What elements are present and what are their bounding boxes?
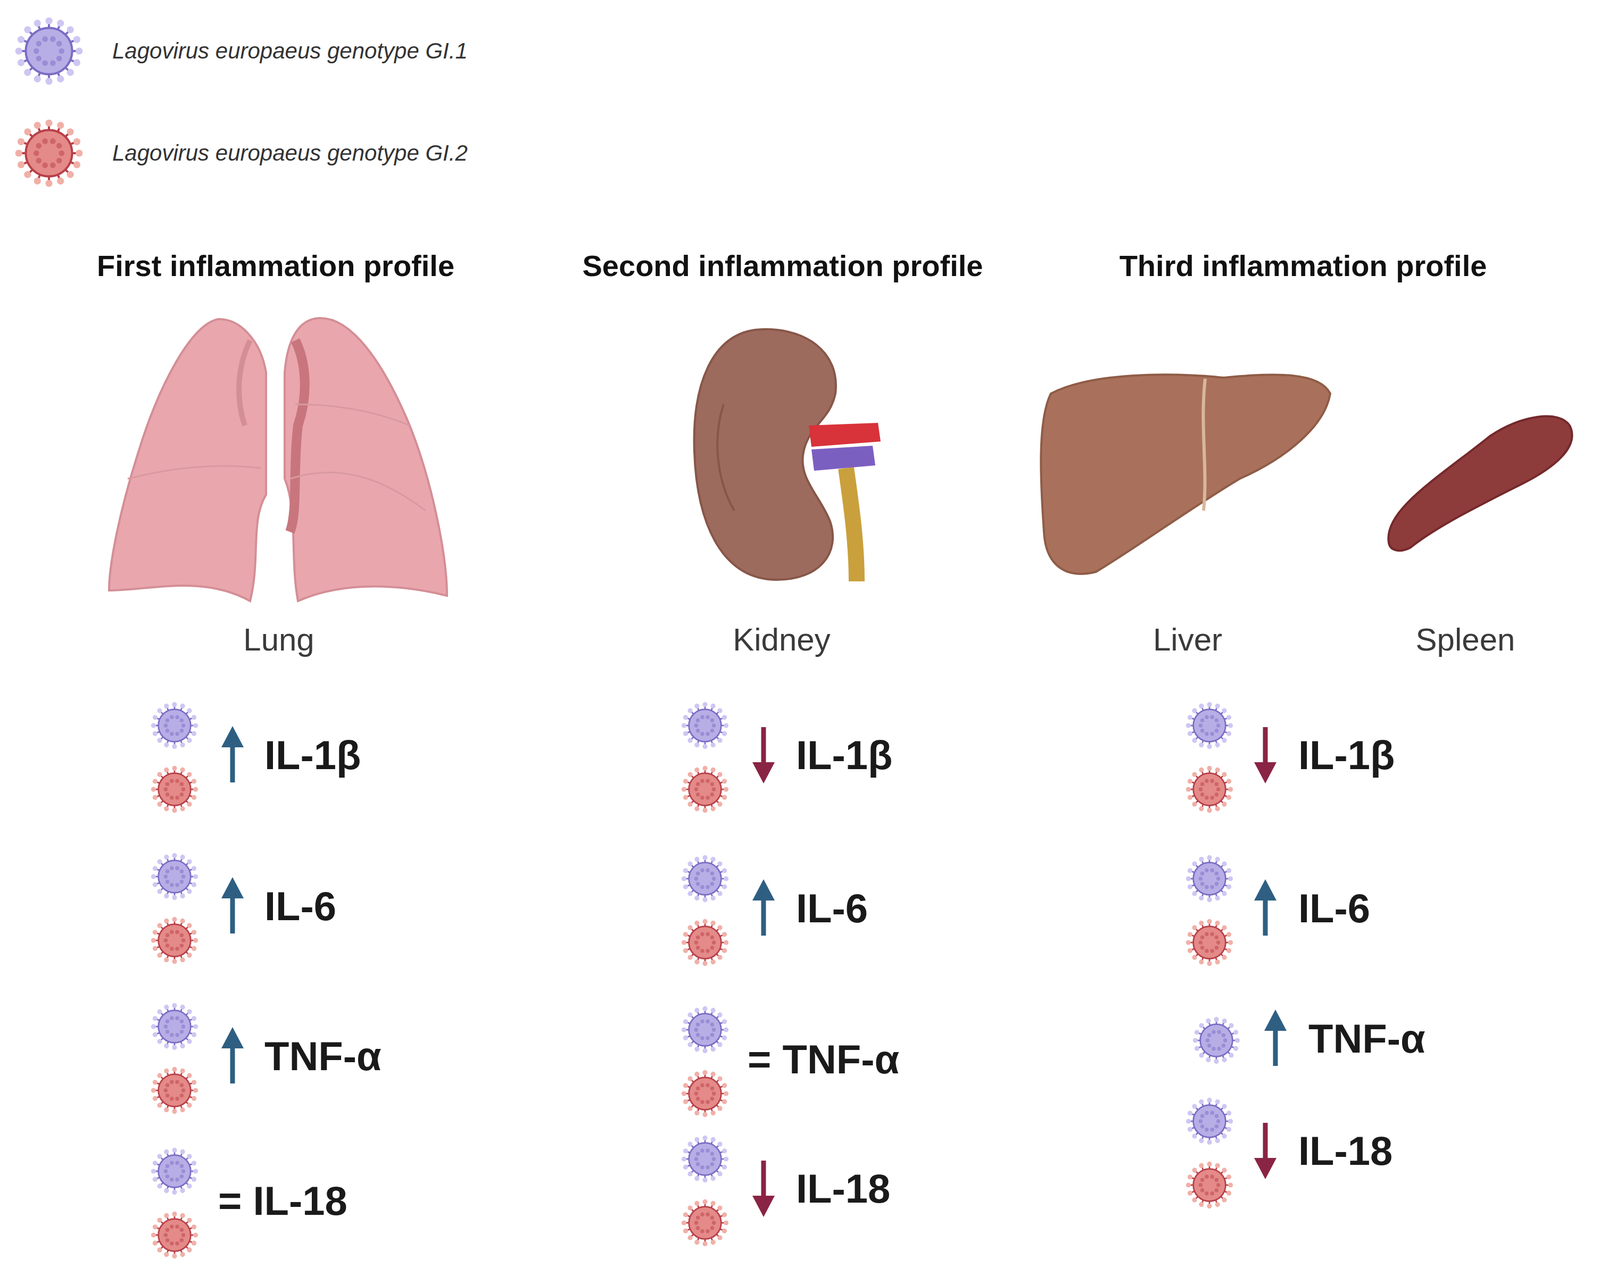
lung-illustration (109, 318, 447, 602)
virus-icon (1186, 766, 1233, 814)
liver-illustration (1040, 374, 1331, 574)
virus-icon (681, 1199, 729, 1247)
profile-title: First inflammation profile (96, 248, 455, 284)
organ-label: Lung (243, 621, 314, 659)
spleen-illustration (1388, 416, 1572, 552)
cytokine-label: IL-6 (264, 883, 337, 930)
virus-icon (151, 1067, 198, 1115)
cytokine-label: = TNF-α (747, 1036, 900, 1083)
virus-icon (681, 702, 729, 750)
virus-icon (151, 702, 198, 750)
up-arrow (1264, 1009, 1287, 1067)
down-arrow (1254, 1123, 1277, 1180)
up-arrow (221, 877, 244, 934)
virus-icon (1186, 702, 1233, 750)
legend-virus-icon (15, 17, 84, 86)
cytokine-label: IL-18 (1298, 1128, 1393, 1175)
profile-title: Second inflammation profile (582, 248, 984, 284)
organ-label: Kidney (732, 621, 831, 659)
cytokine-label: TNF-α (264, 1033, 382, 1080)
up-arrow (221, 726, 244, 783)
organ-label: Liver (1153, 621, 1223, 659)
virus-icon (681, 1136, 729, 1183)
up-arrow (1254, 879, 1277, 936)
down-arrow (752, 727, 775, 784)
legend-text: Lagovirus europaeus genotype GI.1 (112, 38, 468, 64)
virus-icon (151, 766, 198, 814)
cytokine-label: IL-1β (264, 732, 362, 779)
cytokine-label: = IL-18 (218, 1178, 348, 1225)
cytokine-label: IL-6 (796, 885, 868, 932)
organ-label: Spleen (1415, 621, 1516, 659)
virus-icon (681, 1070, 729, 1118)
up-arrow (221, 1027, 244, 1084)
cytokine-label: IL-18 (796, 1165, 891, 1213)
cytokine-label: IL-1β (1298, 732, 1396, 779)
virus-icon (1192, 1017, 1240, 1065)
profile-title: Third inflammation profile (1119, 248, 1488, 284)
virus-icon (151, 853, 198, 901)
down-arrow (1254, 727, 1277, 784)
cytokine-label: IL-1β (796, 732, 893, 779)
virus-icon (681, 855, 729, 903)
virus-icon (681, 919, 729, 967)
legend-virus-icon (15, 119, 84, 188)
virus-icon (681, 1006, 729, 1054)
kidney-illustration (694, 329, 881, 582)
virus-icon (1186, 1098, 1233, 1146)
virus-icon (1186, 855, 1233, 903)
virus-icon (151, 917, 198, 965)
virus-icon (681, 766, 729, 814)
up-arrow (752, 879, 775, 936)
down-arrow (752, 1161, 775, 1218)
virus-icon (151, 1148, 198, 1196)
virus-icon (151, 1212, 198, 1259)
legend-text: Lagovirus europaeus genotype GI.2 (112, 140, 468, 167)
virus-icon (1186, 1162, 1233, 1209)
cytokine-label: IL-6 (1298, 885, 1371, 932)
virus-icon (1186, 919, 1233, 967)
cytokine-label: TNF-α (1308, 1015, 1426, 1063)
virus-icon (151, 1003, 198, 1051)
